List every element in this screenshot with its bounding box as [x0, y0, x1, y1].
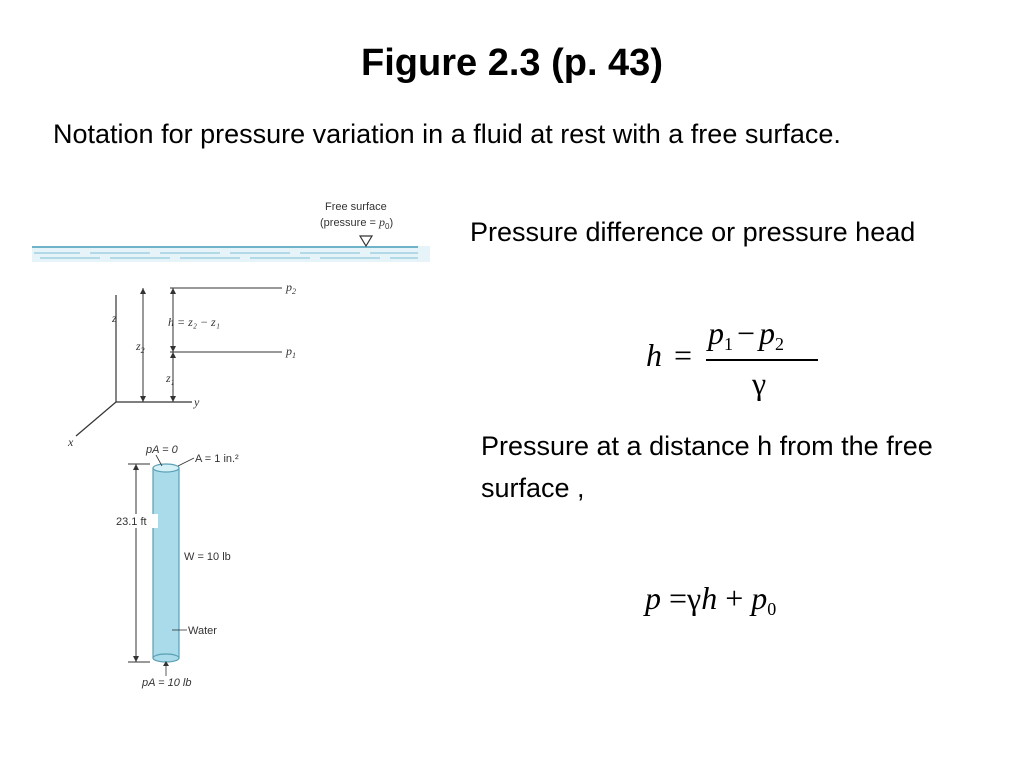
- p2-label: p2: [285, 280, 296, 296]
- height-dimension: [128, 463, 150, 663]
- x-axis: [75, 401, 117, 437]
- eq1-lhs: h: [646, 337, 662, 373]
- bottom-pressure-label: pA = 10 lb: [141, 677, 191, 689]
- height-label: 23.1 ft: [116, 516, 147, 528]
- dimension-arrows: [140, 288, 176, 402]
- tube-body: [152, 467, 180, 659]
- weight-label: W = 10 lb: [184, 551, 231, 563]
- tube-bottom: [152, 653, 180, 663]
- hydrostatic-pressure-equation: p =γh + p0: [645, 580, 845, 630]
- free-surface-label: Free surface: [325, 201, 387, 213]
- top-pressure-label: pA = 0: [145, 444, 179, 456]
- x-axis-label: x: [67, 435, 74, 449]
- h-equation-label: h = z₂ − z₁: [168, 315, 220, 329]
- eq2-p0: p0: [751, 580, 777, 619]
- free-surface-diagram: Free surface (pressure = p0) z y x p2 p1…: [32, 201, 430, 449]
- p1-label: p1: [285, 344, 296, 360]
- eq1-fraction-bar: [706, 359, 818, 361]
- z1-label: z1: [165, 371, 175, 387]
- eq2-gamma: γ: [687, 580, 702, 616]
- eq2-h: h: [701, 580, 718, 616]
- water-surface-band: [32, 246, 430, 262]
- z-axis-label: z: [111, 311, 117, 325]
- slide-title: Figure 2.3 (p. 43): [361, 42, 663, 84]
- pressure-head-equation: h = p1−p2 γ: [640, 315, 840, 415]
- pressure-distance-text: Pressure at a distance h from the free s…: [481, 431, 933, 503]
- eq1-denominator: γ: [752, 365, 767, 401]
- area-label: A = 1 in.²: [195, 453, 239, 465]
- pressure-head-text: Pressure difference or pressure head: [470, 217, 916, 247]
- slide-subtitle: Notation for pressure variation in a flu…: [53, 119, 841, 149]
- water-label: Water: [188, 625, 217, 637]
- free-surface-pressure-label: (pressure = p0): [320, 215, 393, 231]
- water-ripples: [34, 252, 418, 259]
- z2-label: z2: [135, 339, 145, 355]
- eq2-plus: +: [725, 580, 744, 616]
- eq1-equals: =: [674, 337, 693, 373]
- water-column-diagram: 23.1 ft pA = 0 A = 1 in.² W = 10 lb Wate…: [114, 444, 239, 689]
- y-axis-label: y: [193, 395, 200, 409]
- eq2-equals: =: [669, 580, 688, 616]
- free-surface-triangle-icon: [358, 235, 374, 248]
- eq1-numerator: p1−p2: [708, 315, 785, 354]
- tube-top: [152, 463, 180, 473]
- eq2-lhs: p: [645, 580, 661, 616]
